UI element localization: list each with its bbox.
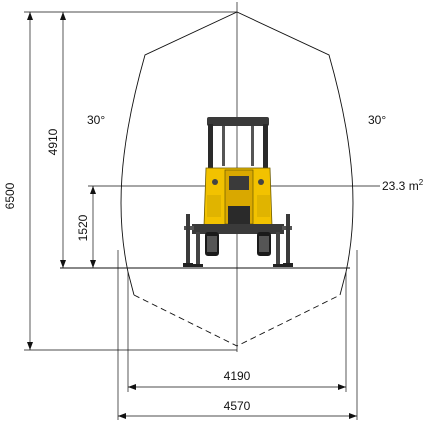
jack-left-inner-foot — [193, 264, 203, 267]
area-value: 23.3 m — [382, 179, 419, 193]
dim-4910-arrow-top — [60, 12, 66, 20]
dim-4190-arrow-right — [338, 384, 346, 390]
dim-6500-label: 6500 — [3, 182, 17, 209]
rig-side-panel-left — [207, 195, 221, 217]
canopy-post-mid-right — [251, 126, 254, 166]
wheel-right-tread — [259, 236, 269, 252]
wheel-left-tread — [207, 236, 217, 252]
dim-4190-label: 4190 — [224, 369, 251, 383]
jack-left-foot — [183, 263, 193, 267]
rig-light-right — [258, 179, 264, 185]
dim-4570-label: 4570 — [224, 399, 251, 413]
dim-1520-arrow-bottom — [90, 260, 96, 268]
jack-right-inner-foot — [273, 264, 283, 267]
dim-4190-arrow-left — [128, 384, 136, 390]
jack-left-leg — [186, 214, 190, 264]
dim-4570-arrow-left — [118, 413, 126, 419]
jack-right-inner — [276, 232, 280, 266]
rig-lower-grille — [228, 206, 250, 226]
angle-right-label: 30° — [368, 113, 386, 127]
area-label: 23.3 m2 — [382, 178, 424, 193]
drill-rig-illustration — [183, 117, 293, 267]
canopy-post-left — [208, 124, 213, 170]
rig-center-vent — [229, 176, 249, 190]
area-unit-superscript: 2 — [419, 178, 424, 187]
rig-side-panel-right — [257, 195, 270, 217]
dim-4910-label: 4910 — [46, 128, 60, 155]
angle-left-label: 30° — [87, 113, 105, 127]
dim-1520-label: 1520 — [76, 214, 90, 241]
jack-right-foot — [283, 263, 293, 267]
dim-1520-arrow-top — [90, 186, 96, 194]
rig-base-frame — [192, 224, 284, 234]
dim-4570-arrow-right — [349, 413, 357, 419]
canopy-roof — [207, 117, 269, 126]
jack-right-leg — [286, 214, 290, 264]
dim-4910-arrow-bottom — [60, 260, 66, 268]
dim-6500-arrow-bottom — [27, 342, 33, 350]
canopy-post-mid-left — [222, 126, 225, 166]
canopy-post-right — [263, 124, 268, 170]
jack-left-inner — [196, 232, 200, 266]
dim-6500-arrow-top — [27, 12, 33, 20]
invert-right-solid — [339, 271, 347, 296]
rig-light-left — [212, 179, 218, 185]
invert-left-solid — [127, 271, 135, 296]
